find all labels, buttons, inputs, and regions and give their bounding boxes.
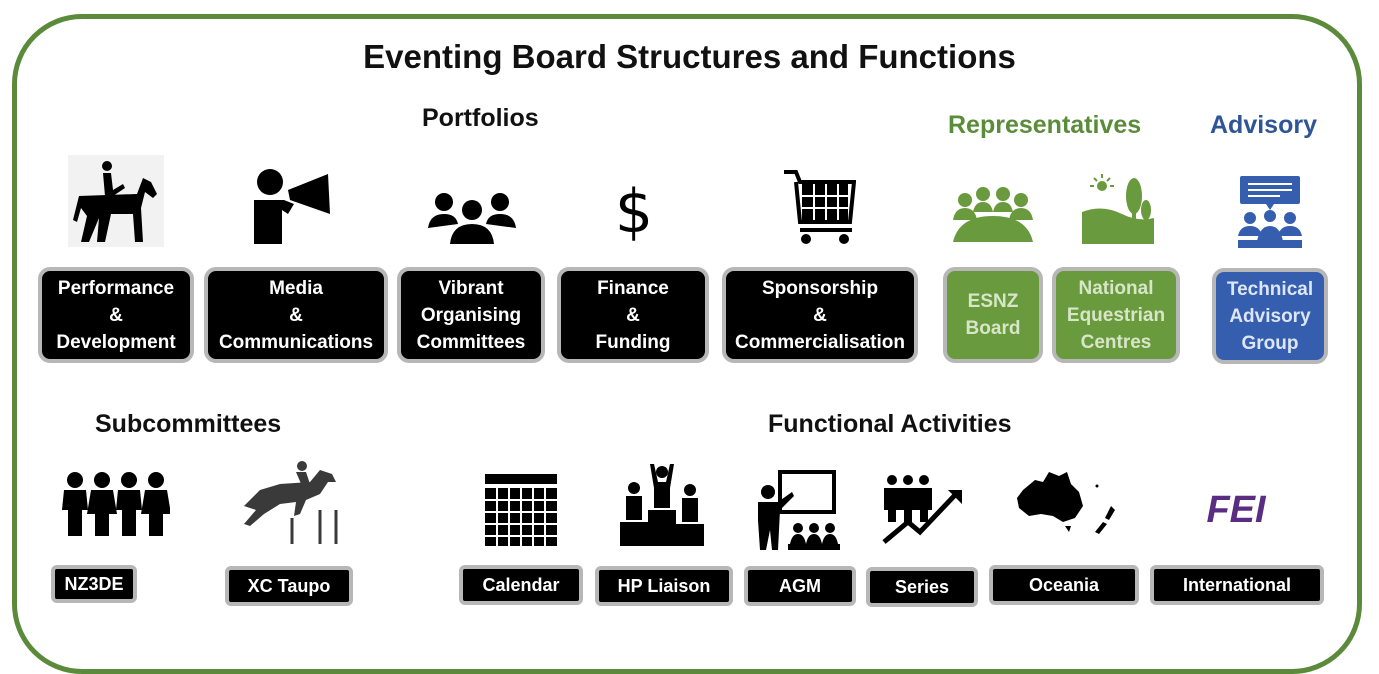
page-title: Eventing Board Structures and Functions [363, 38, 1016, 75]
dollar-icon: $ [612, 172, 656, 244]
functional-activities-heading: Functional Activities [768, 410, 1012, 438]
activity-international[interactable]: International [1150, 565, 1324, 605]
activity-agm[interactable]: AGM [744, 566, 856, 606]
portfolio-sponsorship-commercialisation[interactable]: Sponsorship & Commercialisation [722, 267, 918, 363]
podium-icon [620, 464, 704, 546]
advisory-heading: Advisory [1210, 111, 1317, 139]
fei-logo-icon: FEI [1180, 490, 1292, 526]
activity-calendar[interactable]: Calendar [459, 565, 583, 605]
subcommittee-xc-taupo[interactable]: XC Taupo [225, 566, 353, 606]
portfolio-performance-development[interactable]: Performance & Development [38, 267, 194, 363]
meeting-presenter-icon [754, 470, 844, 550]
representative-esnz-board[interactable]: ESNZ Board [943, 267, 1043, 363]
board-meeting-icon [953, 186, 1033, 242]
activity-oceania[interactable]: Oceania [989, 565, 1139, 605]
four-people-icon [62, 470, 170, 536]
oceania-map-icon [1015, 470, 1123, 536]
landscape-icon [1082, 174, 1154, 244]
subcommittees-heading: Subcommittees [95, 410, 282, 438]
advisory-technical-advisory-group[interactable]: Technical Advisory Group [1212, 268, 1328, 364]
svg-text:$: $ [615, 177, 653, 244]
portfolio-media-communications[interactable]: Media & Communications [204, 267, 388, 363]
horse-rider-icon [68, 155, 164, 247]
group-icon [428, 188, 516, 244]
megaphone-person-icon [250, 168, 334, 244]
subcommittee-nz3de[interactable]: NZ3DE [51, 565, 137, 603]
presentation-group-icon [1236, 176, 1304, 248]
growth-people-icon [882, 472, 962, 544]
portfolio-vibrant-organising-committees[interactable]: Vibrant Organising Committees [397, 267, 545, 363]
representative-national-equestrian-centres[interactable]: National Equestrian Centres [1052, 267, 1180, 363]
shopping-cart-icon [782, 168, 856, 246]
fei-logo-text: FEI [1206, 490, 1267, 526]
portfolios-heading: Portfolios [422, 104, 539, 132]
activity-series[interactable]: Series [866, 567, 978, 607]
representatives-heading: Representatives [948, 111, 1142, 139]
portfolio-finance-funding[interactable]: Finance & Funding [557, 267, 709, 363]
calendar-icon [485, 474, 557, 546]
activity-hp-liaison[interactable]: HP Liaison [595, 566, 733, 606]
horse-jumping-icon [240, 460, 344, 544]
